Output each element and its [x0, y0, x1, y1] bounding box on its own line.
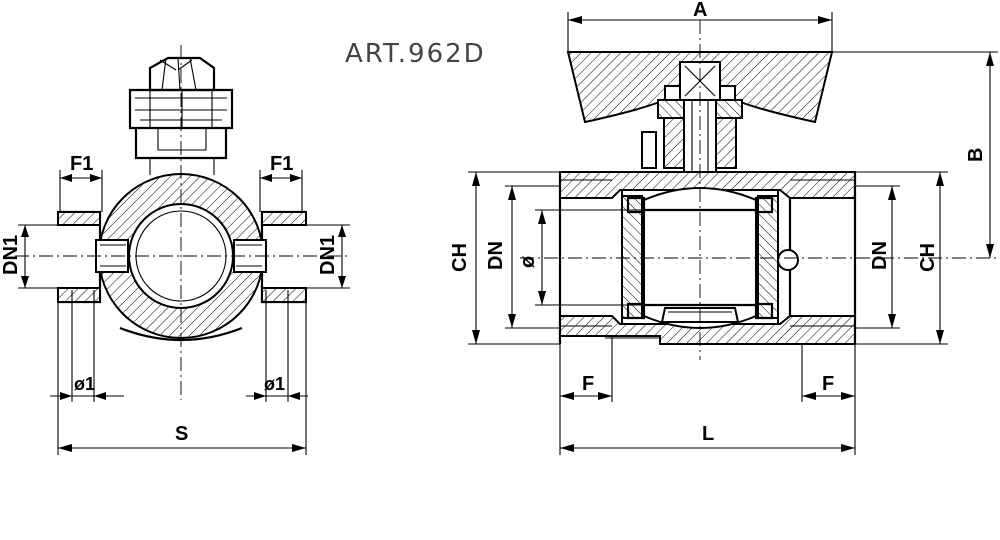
dim-f-right: F	[801, 344, 856, 402]
dim-phi: ø	[517, 209, 644, 306]
dim-dn-left: DN	[485, 185, 560, 329]
front-view: F1 F1 DN1 DN1	[0, 45, 350, 455]
dim-phi1-right: ø1	[246, 290, 308, 402]
dim-dn-right: DN	[855, 185, 900, 329]
dim-ch-left: CH	[449, 171, 560, 345]
dim-dn1-right: DN1	[306, 224, 350, 289]
dim-a: A	[567, 0, 833, 52]
svg-text:DN1: DN1	[317, 235, 339, 275]
svg-text:B: B	[965, 148, 987, 162]
section-view: A B CH DN	[449, 0, 1000, 455]
svg-text:A: A	[693, 0, 707, 21]
dim-f-left: F	[559, 336, 613, 402]
dim-b: B	[832, 51, 998, 258]
svg-text:F1: F1	[270, 153, 293, 175]
svg-text:L: L	[702, 423, 714, 445]
svg-text:ø: ø	[517, 255, 539, 268]
svg-text:F1: F1	[70, 153, 93, 175]
svg-text:ø1: ø1	[74, 374, 95, 394]
svg-text:CH: CH	[917, 243, 939, 272]
dim-dn1-left: DN1	[0, 224, 58, 289]
dim-f1-left: F1	[59, 153, 103, 212]
dim-l: L	[559, 402, 856, 455]
svg-text:DN: DN	[869, 241, 891, 270]
end-connector	[777, 198, 799, 316]
dim-s: S	[57, 302, 307, 455]
drawing-title: ART.962D	[345, 39, 486, 69]
svg-text:DN1: DN1	[0, 235, 22, 275]
svg-text:ø1: ø1	[264, 374, 285, 394]
svg-text:CH: CH	[449, 243, 471, 272]
svg-text:DN: DN	[485, 241, 507, 270]
dim-phi1-left: ø1	[50, 290, 124, 402]
dim-ch-right: CH	[855, 171, 948, 345]
dim-f1-right: F1	[259, 153, 303, 212]
svg-text:S: S	[175, 423, 188, 445]
svg-text:F: F	[822, 373, 834, 395]
svg-text:F: F	[582, 373, 594, 395]
